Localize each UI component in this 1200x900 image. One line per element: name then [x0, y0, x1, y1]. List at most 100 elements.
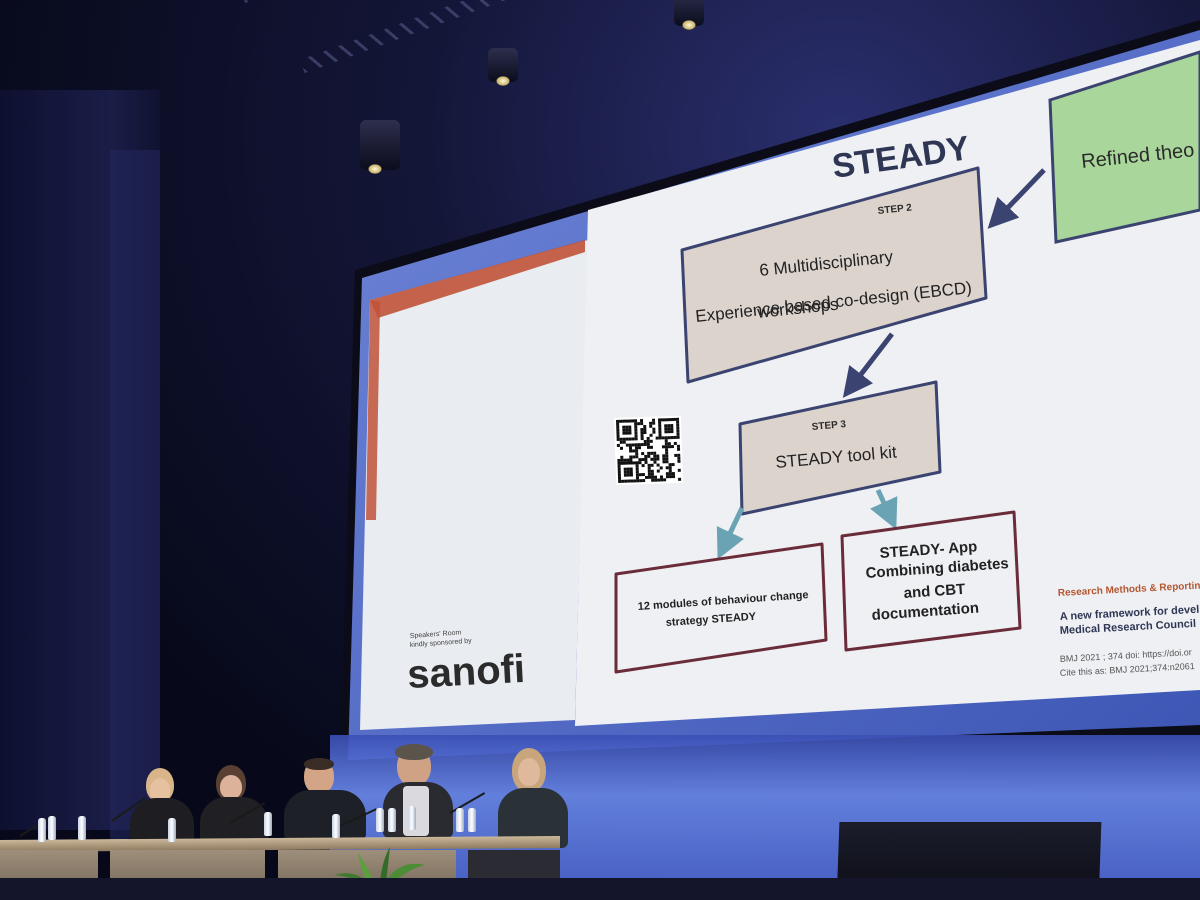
arrow-step3-to-modules — [716, 506, 745, 560]
qr-module — [617, 476, 622, 480]
qr-module — [637, 422, 641, 426]
qr-module — [671, 471, 675, 476]
qr-module — [620, 455, 624, 459]
water-bottle — [78, 816, 86, 840]
stage-spotlight — [674, 0, 704, 30]
qr-module — [625, 437, 629, 441]
qr-module — [667, 427, 671, 431]
qr-module — [640, 437, 644, 441]
qr-module — [664, 439, 668, 443]
qr-module — [673, 441, 677, 445]
qr-module — [634, 422, 638, 426]
auditorium-side-column — [110, 150, 160, 890]
qr-module — [628, 446, 633, 450]
qr-module — [658, 427, 662, 431]
qr-module — [631, 437, 635, 441]
qr-module — [644, 454, 648, 459]
qr-module — [647, 475, 652, 479]
qr-module — [677, 459, 681, 463]
qr-module — [639, 419, 644, 423]
qr-module — [653, 475, 658, 479]
qr-module — [622, 428, 626, 432]
qr-module — [677, 468, 681, 472]
qr-module — [617, 458, 621, 462]
step2-box — [680, 166, 988, 384]
water-bottle — [38, 818, 46, 842]
qr-module — [631, 443, 635, 447]
qr-module — [665, 448, 669, 452]
sponsor-line1: Speakers' Room — [410, 629, 462, 640]
qr-module — [634, 437, 638, 441]
qr-module — [644, 475, 649, 480]
qr-module — [628, 437, 632, 441]
app-line1: STEADY- App — [879, 538, 978, 562]
water-bottle — [48, 816, 56, 840]
qr-module — [676, 435, 680, 439]
refined-theory-box — [1048, 50, 1200, 244]
qr-module — [623, 461, 627, 465]
qr-module — [665, 454, 669, 458]
qr-module — [625, 428, 629, 432]
qr-module — [619, 437, 623, 441]
qr-module — [627, 419, 632, 423]
qr-module — [649, 421, 653, 425]
qr-module — [616, 419, 620, 423]
qr-module — [628, 431, 632, 435]
qr-module — [672, 417, 677, 422]
qr-module — [676, 432, 680, 436]
qr-module — [677, 453, 681, 457]
qr-module — [640, 431, 644, 435]
qr-module — [673, 435, 677, 439]
qr-module — [619, 446, 624, 450]
qr-module — [633, 479, 637, 483]
qr-module — [664, 445, 669, 449]
qr-module — [650, 451, 654, 455]
qr-module — [643, 442, 647, 447]
qr-module — [628, 425, 632, 429]
qr-module — [630, 479, 634, 483]
qr-module — [621, 419, 626, 423]
qr-module — [629, 467, 633, 471]
qr-module — [626, 461, 630, 465]
qr-module — [653, 451, 657, 455]
qr-module — [641, 458, 645, 462]
qr-module — [625, 443, 629, 447]
stage-spotlight — [488, 48, 518, 86]
qr-module — [659, 466, 663, 470]
qr-module — [653, 454, 657, 458]
qr-module — [676, 420, 680, 424]
water-bottle — [376, 808, 384, 832]
qr-module — [641, 473, 645, 477]
qr-module — [667, 430, 671, 434]
qr-module — [635, 464, 639, 468]
qr-module — [632, 461, 636, 465]
qr-module — [667, 445, 672, 449]
qr-module — [670, 427, 674, 431]
qr-module — [675, 417, 680, 421]
qr-module — [644, 460, 648, 465]
qr-module — [642, 479, 646, 483]
qr-module — [677, 447, 681, 451]
qr-module — [617, 464, 621, 468]
qr-module — [640, 443, 644, 447]
qr-module — [668, 463, 672, 467]
qr-module — [621, 479, 625, 483]
arrow-theory-to-step2 — [987, 168, 1046, 229]
qr-module — [665, 475, 670, 479]
water-bottle — [388, 808, 396, 832]
qr-module — [635, 467, 639, 471]
qr-module — [634, 446, 639, 450]
qr-module — [650, 469, 654, 473]
qr-module — [661, 445, 666, 449]
water-bottle — [168, 818, 176, 842]
qr-module — [619, 440, 623, 444]
qr-module — [643, 424, 647, 429]
qr-module — [626, 458, 630, 462]
qr-module — [622, 440, 626, 444]
qr-module — [617, 473, 621, 477]
water-bottle — [456, 808, 464, 832]
qr-module — [643, 430, 647, 435]
qr-module — [664, 442, 668, 446]
qr-module — [628, 443, 632, 447]
qr-module — [616, 431, 620, 435]
